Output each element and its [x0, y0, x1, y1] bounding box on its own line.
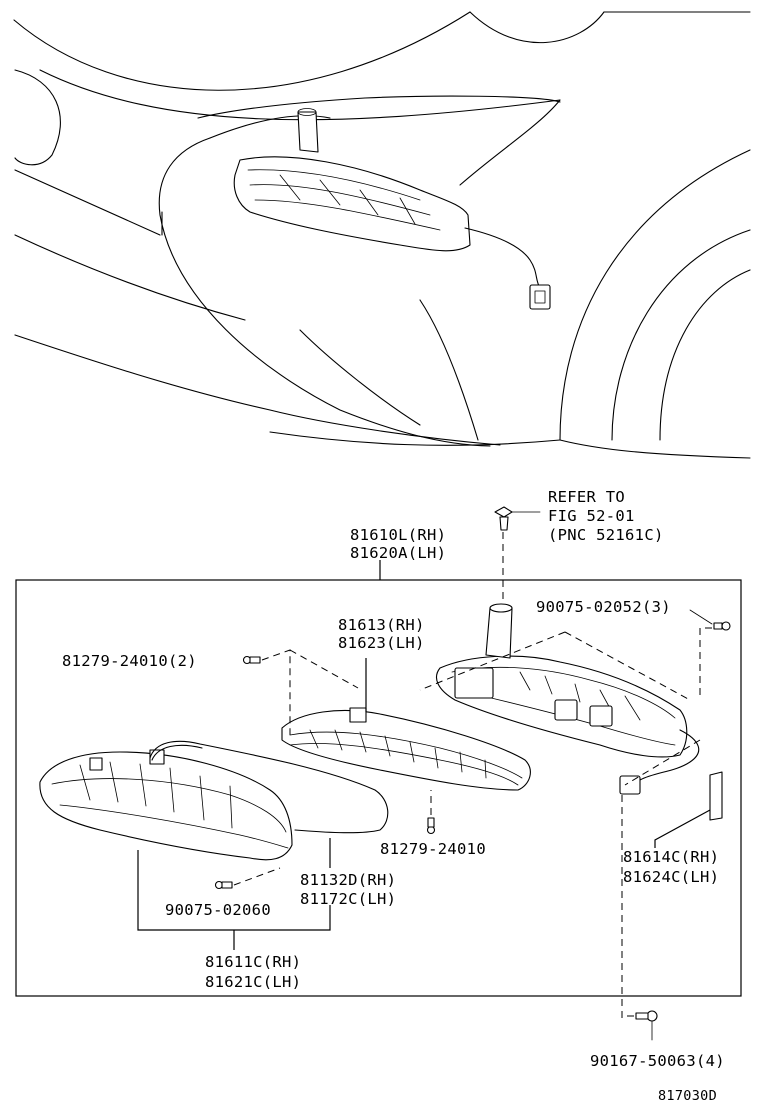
bolt-icon [635, 1010, 658, 1022]
lamp-lens [281, 707, 531, 791]
screw-mid-label: 81279-24010 [380, 840, 486, 858]
housing-lh-label: 81621C(LH) [205, 973, 301, 991]
screw-icon [713, 621, 731, 631]
screw-icon [426, 817, 436, 835]
main-lamp-housing [436, 603, 700, 795]
housing-rh-label: 81611C(RH) [205, 953, 301, 971]
socket-rh-label: 81614C(RH) [623, 848, 719, 866]
vehicle-front-body [13, 11, 751, 459]
lens-rh-label: 81613(RH) [338, 616, 425, 634]
bolt-label: 90167-50063(4) [590, 1052, 725, 1070]
socket-lh-label: 81624C(LH) [623, 868, 719, 886]
screw-top-right-label: 90075-02052(3) [536, 598, 671, 616]
screw-left-label: 81279-24010(2) [62, 652, 197, 670]
clip-icon [494, 506, 513, 531]
assembly-frame [15, 579, 742, 997]
wire-harness [149, 740, 389, 834]
assembly-lh-label: 81620A(LH) [350, 544, 446, 562]
pnc-reference-label: (PNC 52161C) [548, 526, 664, 544]
harness-lh-label: 81172C(LH) [300, 890, 396, 908]
fig-reference-label: FIG 52-01 [548, 507, 635, 525]
screw-icon [214, 880, 233, 890]
harness-rh-label: 81132D(RH) [300, 871, 396, 889]
screw-icon [242, 655, 261, 665]
refer-to-label: REFER TO [548, 488, 625, 506]
lens-lh-label: 81623(LH) [338, 634, 425, 652]
socket-gasket [709, 771, 723, 821]
installed-lamp [233, 108, 551, 310]
screw-bottom-label: 90075-02060 [165, 901, 271, 919]
assembly-rh-label: 81610L(RH) [350, 526, 446, 544]
lamp-base-housing [39, 749, 293, 861]
diagram-id-label: 817030D [658, 1088, 717, 1104]
